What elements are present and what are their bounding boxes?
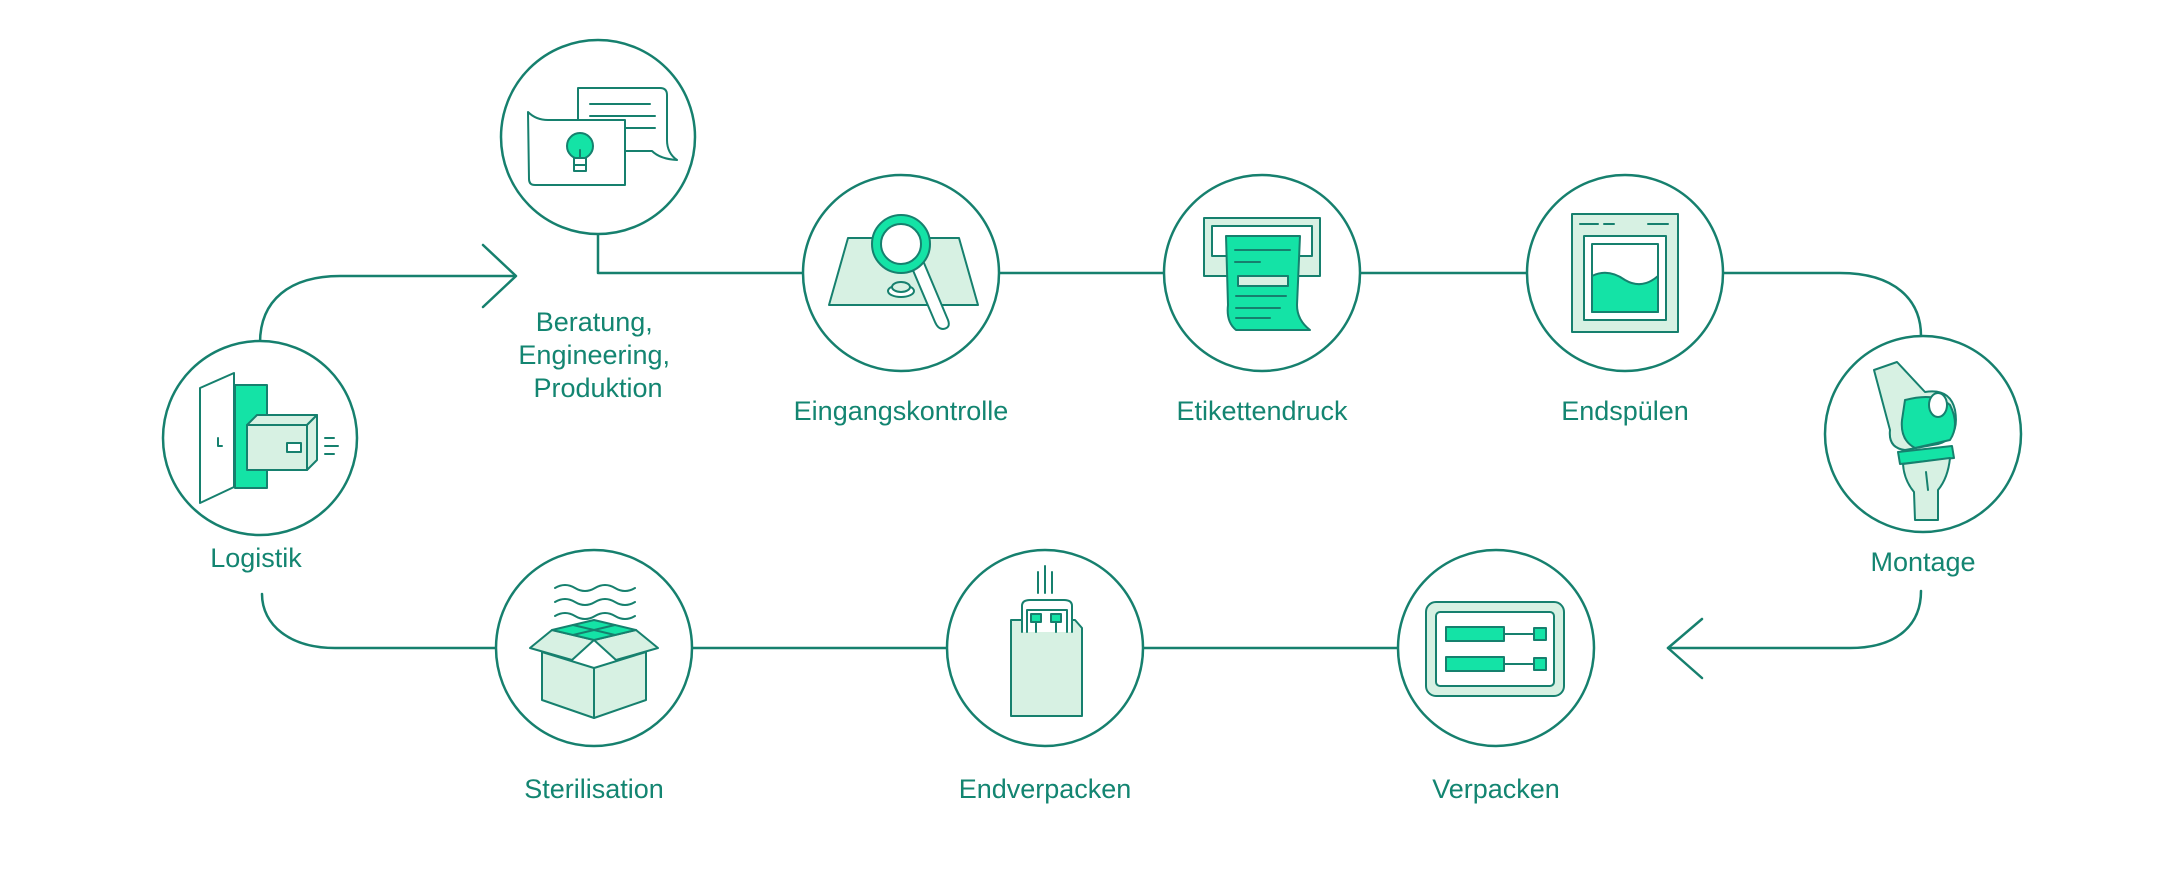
connector-montage-to-verpacken [1666, 589, 1923, 650]
label-line: Logistik [210, 543, 302, 573]
connector-endspuelen-to-montage [1721, 271, 1923, 338]
step-label-sterilisation: Sterilisation [524, 774, 664, 804]
blister-pack-icon [1425, 601, 1565, 697]
connector-beratung-to-eingangskontrolle [596, 231, 805, 275]
label-line: Beratung, [536, 307, 653, 337]
step-label-logistik: Logistik [210, 543, 302, 573]
step-endspuelen: Endspülen [1525, 173, 1725, 426]
step-endverpacken: Endverpacken [945, 548, 1145, 804]
step-verpacken: Verpacken [1396, 548, 1596, 804]
step-montage: Montage [1823, 334, 2023, 577]
step-eingangskontrolle: Eingangskontrolle [794, 173, 1009, 426]
label-line: Eingangskontrolle [794, 396, 1009, 426]
step-label-endverpacken: Endverpacken [959, 774, 1132, 804]
arrow-right-icon [481, 243, 518, 309]
label-line: Engineering, [518, 340, 670, 370]
step-label-eingangskontrolle: Eingangskontrolle [794, 396, 1009, 426]
sterilization-box-icon [529, 584, 659, 719]
label-printer-icon [1203, 217, 1321, 331]
connector-logistik-to-beratung [258, 274, 517, 345]
step-sterilisation: Sterilisation [494, 548, 694, 804]
step-beratung: Beratung, Engineering, Produktion [499, 38, 697, 403]
label-line: Etikettendruck [1176, 396, 1348, 426]
label-line: Verpacken [1432, 774, 1560, 804]
label-line: Endverpacken [959, 774, 1132, 804]
step-label-beratung: Beratung, Engineering, Produktion [518, 307, 677, 403]
consultation-chat-lightbulb-icon [527, 87, 678, 186]
label-line: Montage [1870, 547, 1975, 577]
step-label-verpacken: Verpacken [1432, 774, 1560, 804]
sealed-bag-icon [1010, 565, 1083, 717]
label-line: Produktion [533, 373, 662, 403]
label-line: Sterilisation [524, 774, 664, 804]
step-etikettendruck: Etikettendruck [1162, 173, 1362, 426]
label-line: Endspülen [1561, 396, 1689, 426]
step-logistik: Logistik [161, 339, 359, 573]
arrow-left-icon [1666, 617, 1704, 680]
knee-implant-icon [1873, 361, 1957, 521]
connector-sterilisation-to-logistik [260, 592, 498, 650]
step-label-endspuelen: Endspülen [1561, 396, 1689, 426]
step-label-etikettendruck: Etikettendruck [1176, 396, 1348, 426]
door-box-logistics-icon [199, 372, 339, 504]
final-rinse-tank-icon [1571, 213, 1679, 333]
step-label-montage: Montage [1870, 547, 1975, 577]
magnifier-inspection-icon [828, 214, 979, 330]
